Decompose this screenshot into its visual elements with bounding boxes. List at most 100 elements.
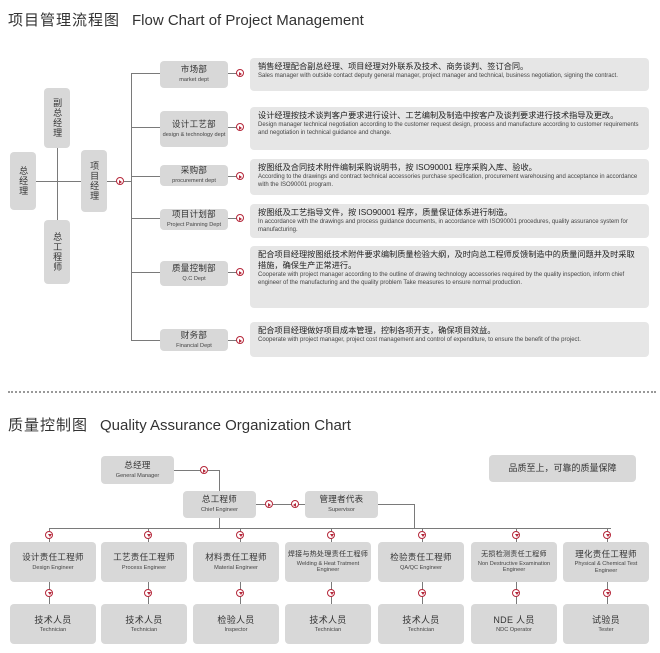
engineer-box: 设计责任工程师 Design Engineer xyxy=(10,542,96,582)
arrow-down-dot-icon xyxy=(418,531,426,539)
connector xyxy=(124,181,132,182)
section-divider xyxy=(8,391,656,393)
desc-design: 设计经理按技术谈判客户要求进行设计、工艺编制及制造中按客户及谈判要求进行技术指导… xyxy=(250,107,649,150)
desc-procurement: 按图纸及合同技术附件编制采购说明书，按 ISO90001 程序采购入库、验收。 … xyxy=(250,159,649,195)
connector xyxy=(131,272,160,273)
arrow-down-dot-icon xyxy=(603,589,611,597)
engineer-label: 工艺责任工程师 xyxy=(113,551,175,562)
qa-chief-label-en: Chief Engineer xyxy=(200,507,238,514)
arrow-down-dot-icon xyxy=(236,589,244,597)
dept-label-en: Q.C Dept xyxy=(182,276,206,283)
connector xyxy=(219,470,220,492)
arrow-down-dot-icon xyxy=(144,589,152,597)
desc-en: Cooperate with project manager according… xyxy=(258,272,625,286)
dept-finance-box: 财务部 Financial Dept xyxy=(160,329,228,351)
staff-label-en: Technician xyxy=(314,626,342,633)
chief-engineer-label: 总工程师 xyxy=(52,232,63,272)
desc-en: In accordance with the drawings and proc… xyxy=(258,219,628,233)
dept-market-box: 市场部 market dept xyxy=(160,61,228,88)
connector xyxy=(131,127,160,128)
staff-label: 检验人员 xyxy=(217,614,255,625)
connector xyxy=(174,470,201,471)
desc-zh: 配合项目经理按图纸技术附件要求编制质量检验大纲，及时向总工程师反馈制造中的质量问… xyxy=(258,250,635,270)
dept-label-en: procurement dept xyxy=(172,178,216,185)
connector xyxy=(49,528,611,529)
connector xyxy=(107,181,117,182)
engineer-label: 设计责任工程师 xyxy=(22,551,84,562)
staff-label: 技术人员 xyxy=(34,614,72,625)
dept-label: 项目计划部 xyxy=(171,209,216,220)
arrow-down-dot-icon xyxy=(512,589,520,597)
deputy-gm-box: 副总经理 xyxy=(44,88,70,148)
arrow-dot-icon xyxy=(236,69,244,77)
arrow-down-dot-icon xyxy=(45,531,53,539)
arrow-dot-icon xyxy=(265,500,273,508)
staff-label-en: Tester xyxy=(598,626,614,633)
desc-zh: 设计经理按技术谈判客户要求进行设计、工艺编制及制造中按客户及谈判要求进行技术指导… xyxy=(258,111,619,120)
arrow-down-dot-icon xyxy=(418,589,426,597)
connector xyxy=(131,73,132,341)
desc-zh: 销售经理配合副总经理、项目经理对外联系及技术、商务谈判、签订合同。 xyxy=(258,62,529,71)
arrow-down-dot-icon xyxy=(512,531,520,539)
arrow-down-dot-icon xyxy=(327,531,335,539)
desc-en: Sales manager with outside contact deput… xyxy=(258,73,618,79)
connector xyxy=(378,504,415,505)
connector xyxy=(414,504,415,528)
engineer-label-en: QA/QC Engineer xyxy=(400,564,442,571)
connector xyxy=(208,470,220,471)
desc-zh: 按图纸及合同技术附件编制采购说明书，按 ISO90001 程序采购入库、验收。 xyxy=(258,163,537,172)
connector xyxy=(131,340,160,341)
engineer-label: 焊接与热处理责任工程师 xyxy=(287,550,369,558)
dept-label: 采购部 xyxy=(180,165,208,176)
dept-design-box: 设计工艺部 design & technology dept xyxy=(160,111,228,147)
desc-en: Cooperate with project manager, project … xyxy=(258,337,581,343)
qa-supervisor-label: 管理者代表 xyxy=(319,494,364,505)
qa-title-zh: 质量控制图 xyxy=(8,417,89,434)
arrow-down-dot-icon xyxy=(236,531,244,539)
qa-title-en: Quality Assurance Organization Chart xyxy=(100,417,351,434)
connector xyxy=(256,504,266,505)
engineer-label-en: Physical & Chemical Test Engineer xyxy=(574,561,638,574)
connector xyxy=(228,176,237,177)
connector xyxy=(228,127,237,128)
connector xyxy=(131,73,160,74)
connector xyxy=(228,340,237,341)
desc-en: According to the drawings and contract t… xyxy=(258,174,638,188)
staff-label: 技术人员 xyxy=(402,614,440,625)
desc-zh: 配合项目经理做好项目成本管理，控制各项开支，确保项目效益。 xyxy=(258,326,496,335)
dept-procurement-box: 采购部 procurement dept xyxy=(160,165,228,186)
staff-label: 技术人员 xyxy=(309,614,347,625)
arrow-down-dot-icon xyxy=(144,531,152,539)
connector xyxy=(57,148,58,220)
engineer-label: 材料责任工程师 xyxy=(205,551,267,562)
connector xyxy=(273,504,306,505)
staff-label-en: Technician xyxy=(407,626,435,633)
desc-zh: 按图纸及工艺指导文件，按 ISO90001 程序，质量保证体系进行制造。 xyxy=(258,208,513,217)
connector xyxy=(228,218,237,219)
arrow-dot-icon xyxy=(291,500,299,508)
connector xyxy=(228,272,237,273)
engineer-label-en: Design Engineer xyxy=(32,564,74,571)
project-manager-box: 项目经理 xyxy=(81,150,107,212)
dept-label: 设计工艺部 xyxy=(171,118,216,129)
staff-label-en: Inspector xyxy=(224,626,248,633)
slogan-text: 品质至上，可靠的质量保障 xyxy=(508,463,617,474)
flow-title-en: Flow Chart of Project Management xyxy=(132,12,364,29)
engineer-label-en: Process Engineer xyxy=(121,564,167,571)
dept-label-en: Project Painning Dept xyxy=(166,222,222,229)
qa-supervisor-box: 管理者代表 Supervisor xyxy=(305,491,378,518)
connector xyxy=(131,176,160,177)
general-manager-label: 总经理 xyxy=(18,166,29,196)
staff-label-en: NDC Operator xyxy=(496,626,532,633)
connector xyxy=(36,181,81,182)
connector xyxy=(131,218,160,219)
staff-label: 试验员 xyxy=(592,614,620,625)
project-manager-label: 项目经理 xyxy=(89,161,100,201)
